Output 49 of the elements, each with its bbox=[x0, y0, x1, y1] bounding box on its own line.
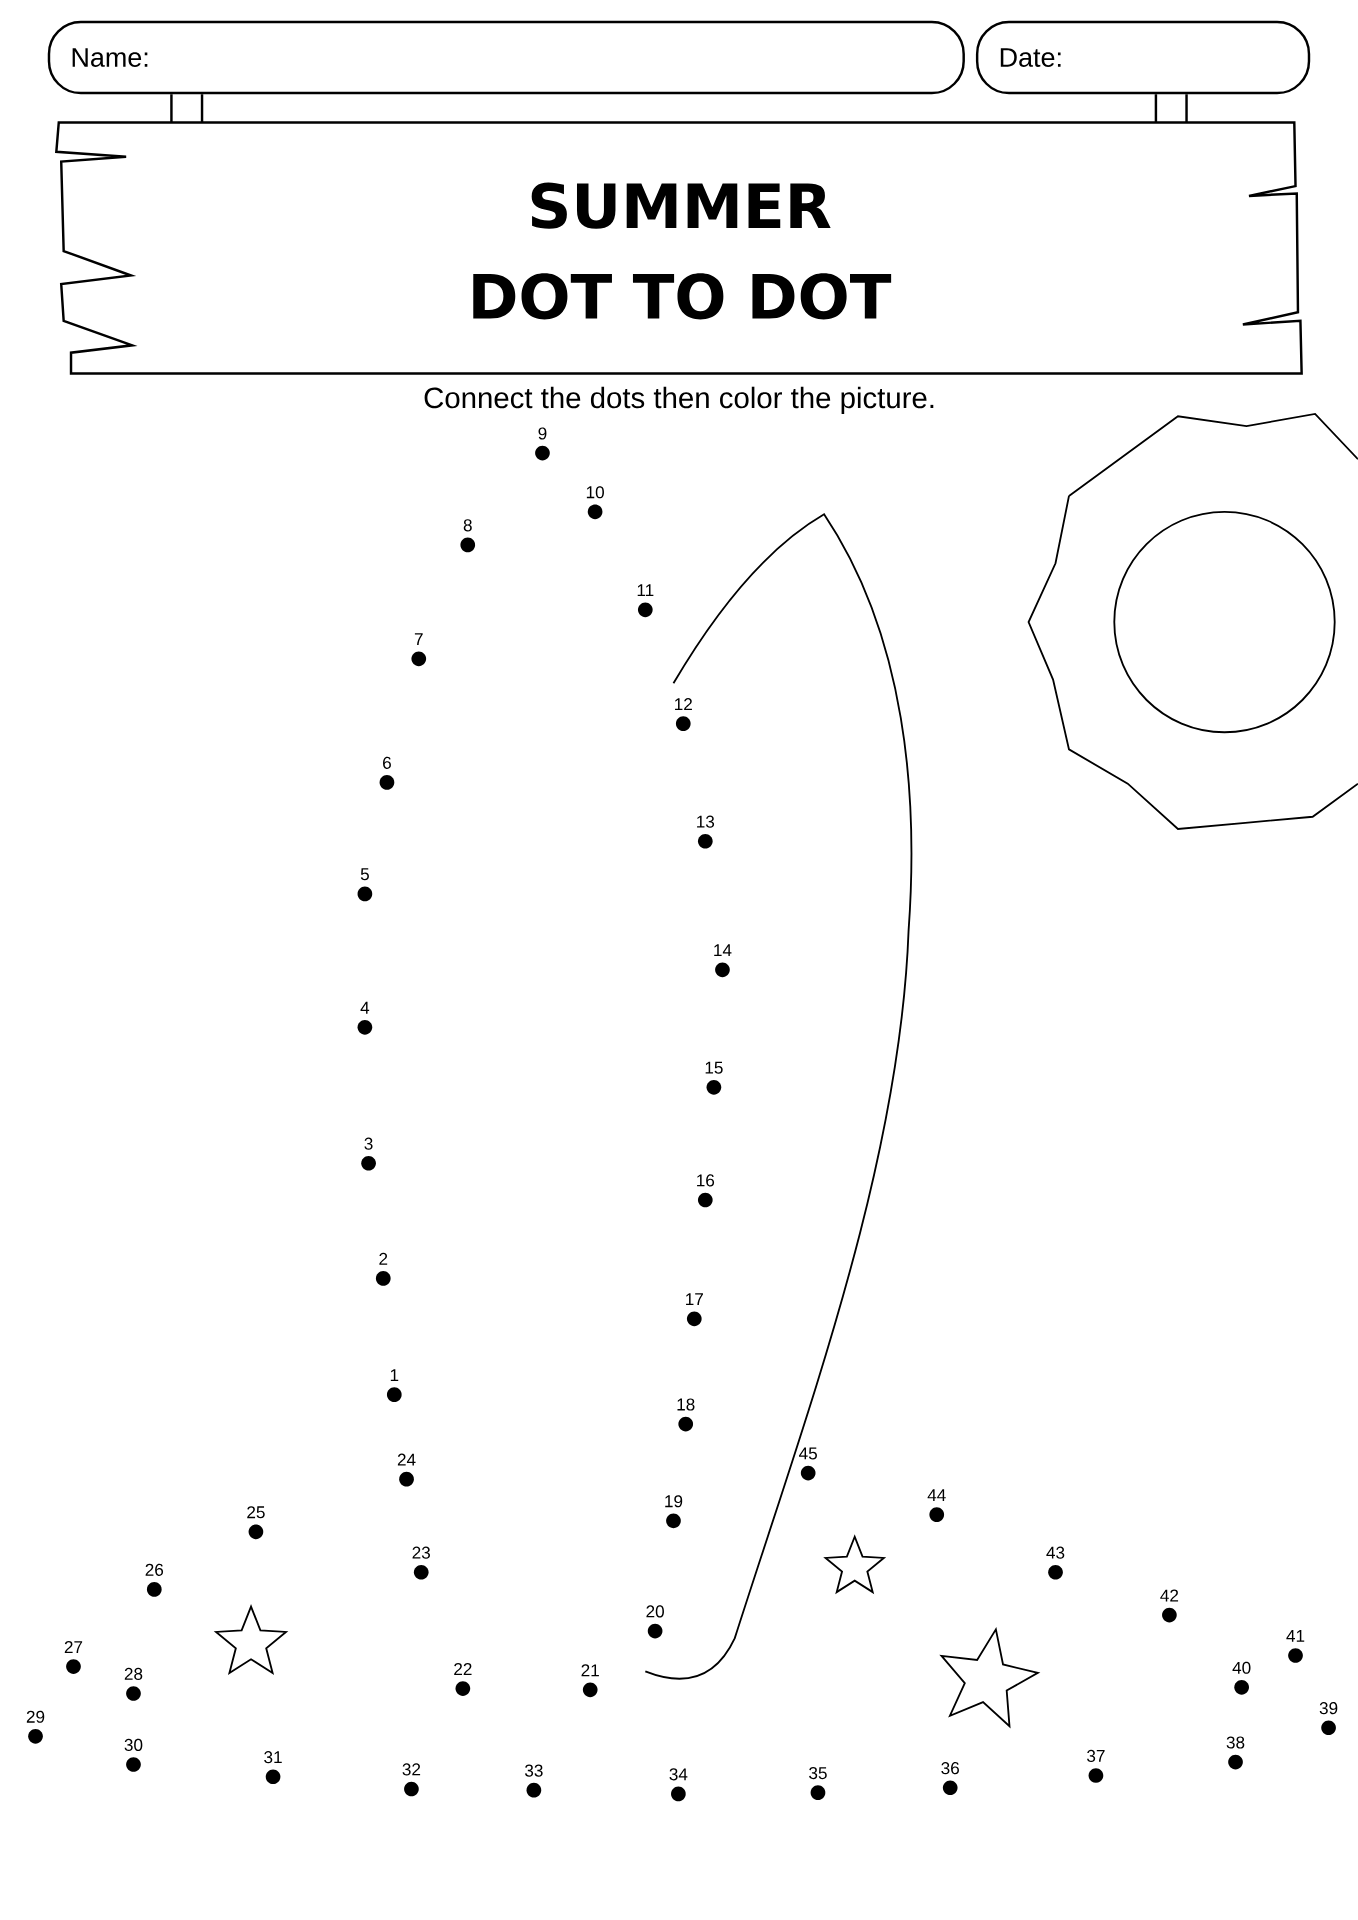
dot-number: 32 bbox=[402, 1763, 421, 1776]
dot-number: 7 bbox=[414, 633, 423, 646]
dot-number: 22 bbox=[454, 1663, 472, 1675]
dot-number: 6 bbox=[383, 756, 391, 769]
dot-number: 12 bbox=[675, 698, 692, 711]
dot-number: 42 bbox=[1160, 1589, 1179, 1602]
dot-number: 9 bbox=[538, 427, 547, 440]
dot-number: 45 bbox=[799, 1447, 817, 1460]
dot-number: 16 bbox=[697, 1174, 715, 1187]
dot-number: 37 bbox=[1087, 1749, 1105, 1762]
dot-number: 20 bbox=[646, 1605, 664, 1618]
field-box: Date: bbox=[975, 20, 1311, 95]
dot-number: 35 bbox=[809, 1767, 827, 1780]
dot-number: 10 bbox=[586, 486, 604, 499]
dot-number: 40 bbox=[1232, 1661, 1251, 1674]
dot-number: 11 bbox=[637, 584, 654, 597]
dot-number: 14 bbox=[714, 944, 732, 957]
dot-number: 38 bbox=[1226, 1736, 1245, 1749]
dot-number: 1 bbox=[390, 1369, 399, 1381]
dot-number: 3 bbox=[364, 1137, 373, 1150]
dot-number: 43 bbox=[1046, 1546, 1065, 1559]
title: SUMMER DOT TO DOT bbox=[473, 182, 892, 320]
instruction: Connect the dots then color the picture. bbox=[424, 386, 934, 415]
dot-number: 27 bbox=[64, 1640, 83, 1653]
dot-number: 33 bbox=[525, 1764, 543, 1777]
dot-number: 8 bbox=[463, 519, 472, 532]
dot-number: 34 bbox=[669, 1768, 688, 1781]
dot-number: 28 bbox=[124, 1667, 143, 1680]
dot-number: 13 bbox=[697, 815, 715, 828]
dot-number: 4 bbox=[360, 1001, 370, 1014]
dot-number: 2 bbox=[379, 1252, 388, 1265]
dot-number: 23 bbox=[412, 1546, 430, 1559]
dot-number: 24 bbox=[397, 1453, 416, 1466]
dot-number: 30 bbox=[124, 1738, 143, 1751]
dot-number: 26 bbox=[145, 1563, 164, 1576]
dot-number: 29 bbox=[26, 1710, 45, 1723]
dot-number: 39 bbox=[1319, 1702, 1338, 1715]
field-box: Name: bbox=[47, 20, 965, 95]
dot-number: 31 bbox=[264, 1751, 282, 1764]
dot-number: 19 bbox=[665, 1495, 683, 1508]
dot-number: 41 bbox=[1286, 1630, 1305, 1642]
dot-number: 36 bbox=[941, 1762, 959, 1775]
dot-number: 17 bbox=[686, 1293, 703, 1306]
dot-number: 5 bbox=[360, 868, 369, 881]
dot-number: 18 bbox=[677, 1398, 695, 1411]
dot-number: 21 bbox=[581, 1664, 599, 1677]
dot-number: 44 bbox=[927, 1489, 946, 1501]
dot-number: 15 bbox=[705, 1061, 723, 1074]
dot-number: 25 bbox=[247, 1506, 265, 1519]
